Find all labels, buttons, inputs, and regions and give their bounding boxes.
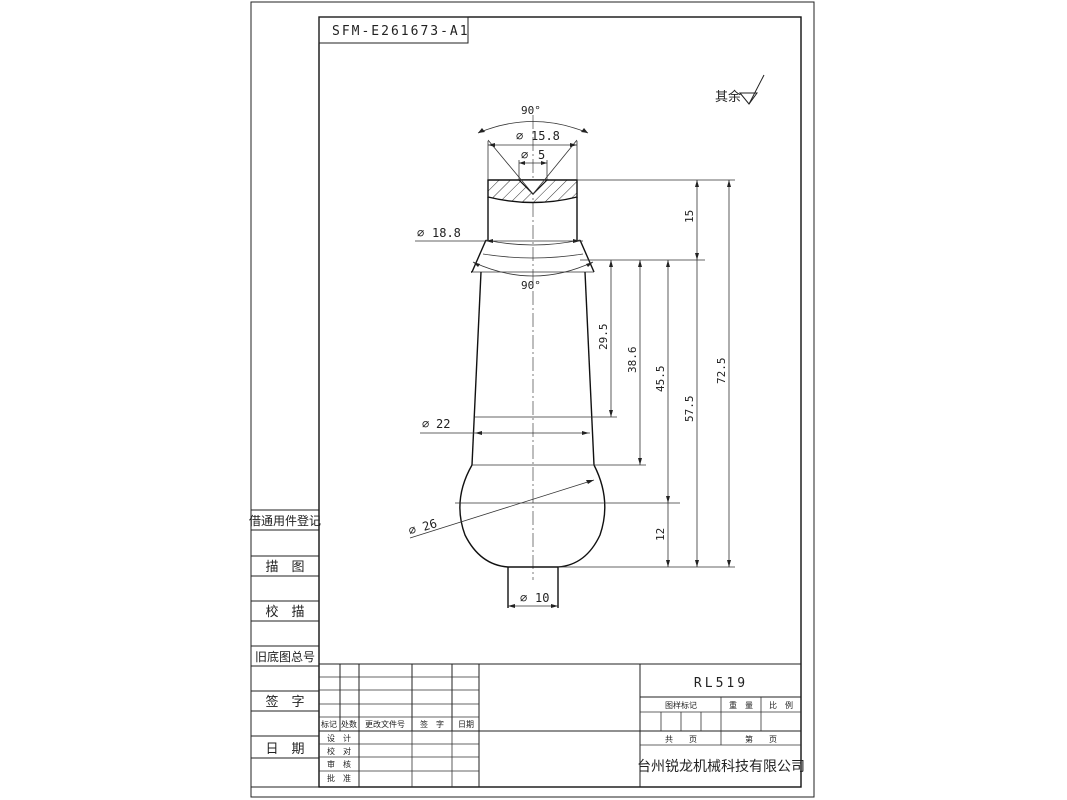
scale-label: 比 例 xyxy=(769,700,793,710)
date-label: 日 期 xyxy=(265,742,304,757)
dim-length-38-6: 38.6 xyxy=(626,260,641,465)
weight-label: 重 量 xyxy=(729,700,753,710)
diameter-symbol-icon: ⌀ xyxy=(520,591,527,605)
part-code: RL519 xyxy=(694,676,748,691)
tapered-body xyxy=(471,239,595,466)
dim-38-6-text: 38.6 xyxy=(626,347,639,374)
diameter-symbol-icon: ⌀ xyxy=(521,148,528,162)
dim-29-5-text: 29.5 xyxy=(597,324,610,351)
dim-diameter-10: ⌀ 10 xyxy=(508,591,558,607)
total-pages-label: 共 页 xyxy=(665,735,697,744)
role-approve: 批 准 xyxy=(327,773,351,783)
dim-length-72-5: 72.5 xyxy=(715,180,730,567)
dim-15-8-text: 15.8 xyxy=(531,129,560,143)
company-name: 台州锐龙机械科技有限公司 xyxy=(637,759,805,775)
dim-10-text: 10 xyxy=(535,591,549,605)
old-drawing-label: 旧底图总号 xyxy=(255,649,315,664)
dim-angle-mid: 90° xyxy=(472,261,594,292)
role-proofread: 校 对 xyxy=(327,746,351,756)
rev-header-count: 处数 xyxy=(341,719,357,729)
register-label: 借通用件登记 xyxy=(249,513,321,528)
title-block: 标记 处数 更改文件号 签 字 日期 设 计 校 对 审 核 批 准 RL519… xyxy=(319,663,805,787)
diameter-symbol-icon: ⌀ xyxy=(407,522,418,538)
diameter-symbol-icon: ⌀ xyxy=(516,129,523,143)
dim-26-text: 26 xyxy=(421,516,439,534)
neck xyxy=(482,197,584,259)
rev-header-mark: 标记 xyxy=(321,719,337,729)
trace-label: 描 图 xyxy=(265,560,304,575)
roughness-note-text: 其余 xyxy=(715,89,741,105)
dim-length-29-5: 29.5 xyxy=(597,260,612,417)
rev-header-date: 日期 xyxy=(458,720,474,729)
dim-18-8-text: 18.8 xyxy=(432,226,461,240)
sheet-outer-frame xyxy=(250,1,815,798)
drawing-number-box: SFM-E261673-A1 xyxy=(318,16,470,44)
dim-12-text: 12 xyxy=(654,528,667,541)
dim-22-text: 22 xyxy=(436,417,450,431)
dim-length-57-5: 57.5 xyxy=(683,260,698,567)
left-side-panel: 借通用件登记 描 图 校 描 旧底图总号 签 字 日 期 xyxy=(249,509,321,788)
role-review: 审 核 xyxy=(327,759,351,769)
role-design: 设 计 xyxy=(327,733,351,743)
dim-angle-top: 90° xyxy=(477,104,589,134)
diameter-symbol-icon: ⌀ xyxy=(417,226,424,240)
dim-diameter-22: ⌀ 22 xyxy=(420,417,590,434)
dimension-arrows xyxy=(473,128,731,608)
dim-45-5-text: 45.5 xyxy=(654,366,667,393)
dim-angle-mid-text: 90° xyxy=(521,279,541,292)
diameter-symbol-icon: ⌀ xyxy=(422,417,429,431)
check-trace-label: 校 描 xyxy=(265,604,304,620)
dim-length-45-5: 45.5 xyxy=(654,260,669,503)
dim-15-text: 15 xyxy=(683,210,696,223)
dim-diameter-26: ⌀ 26 xyxy=(407,479,595,539)
dim-diameter-15-8: ⌀ 15.8 xyxy=(487,129,578,180)
rev-header-file: 更改文件号 xyxy=(365,719,405,729)
rev-header-sign: 签 字 xyxy=(420,719,444,729)
sheet-label: 第 页 xyxy=(745,734,777,744)
drawing-mark-label: 图样标记 xyxy=(665,700,697,710)
roughness-symbol-icon xyxy=(738,74,765,105)
part-drawing: 90° ⌀ 15.8 ⌀ 5 ⌀ 18.8 90° xyxy=(407,104,735,608)
dim-angle-top-text: 90° xyxy=(521,104,541,117)
signature-label: 签 字 xyxy=(265,694,304,710)
top-cap-section xyxy=(487,139,578,204)
dim-72-5-text: 72.5 xyxy=(715,358,728,385)
dim-length-15: 15 xyxy=(683,180,698,260)
dim-diameter-18-8: ⌀ 18.8 xyxy=(415,226,583,242)
roughness-note: 其余 xyxy=(715,74,765,105)
dim-5-text: 5 xyxy=(538,148,545,162)
drawing-number: SFM-E261673-A1 xyxy=(332,24,470,39)
dim-length-12: 12 xyxy=(654,503,669,567)
sheet-inner-frame xyxy=(318,16,802,788)
ball-end xyxy=(455,464,680,608)
dim-57-5-text: 57.5 xyxy=(683,396,696,423)
